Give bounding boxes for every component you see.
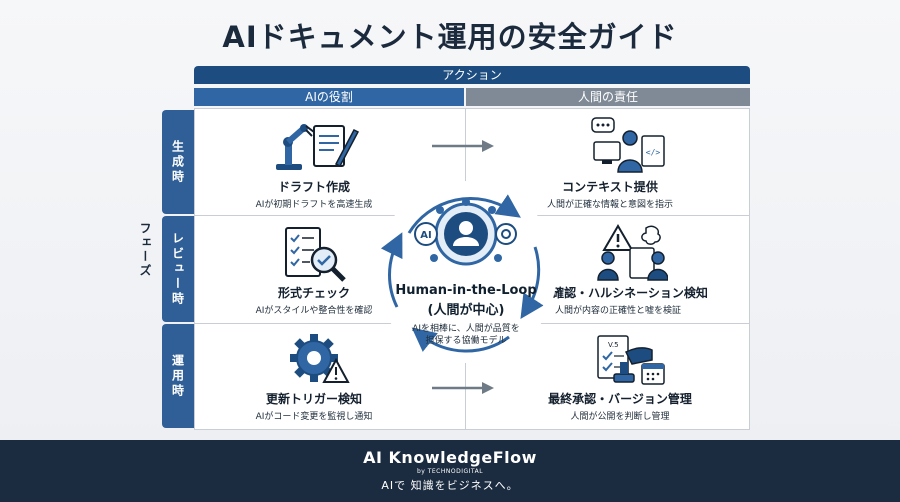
header-ai-role: AIの役割 bbox=[194, 88, 464, 106]
footer: AI KnowledgeFlow by TECHNODIGITAL AIで 知識… bbox=[0, 440, 900, 502]
cycle-arrows-icon bbox=[380, 194, 544, 353]
cell-trigger: 更新トリガー検知 AIがコード変更を監視し通知 bbox=[214, 390, 414, 422]
arrow-right-icon bbox=[432, 140, 494, 152]
page-title: AIドキュメント運用の安全ガイド bbox=[222, 20, 678, 54]
header-human-role: 人間の責任 bbox=[466, 88, 750, 106]
cell-factcheck: 事実確認・ハルシネーション検知 人間が内容の正確性と嘘を検証 bbox=[488, 284, 748, 316]
center-title: Human-in-the-Loop bbox=[395, 283, 537, 298]
phase-generation: 生成時 bbox=[162, 110, 194, 214]
ai-badge-text: AI bbox=[420, 230, 431, 241]
cell-draft-desc: AIが初期ドラフトを高速生成 bbox=[255, 200, 373, 210]
center-desc-line1: AIを相棒に、人間が品質を bbox=[412, 324, 520, 334]
cell-context-title: コンテキスト提供 bbox=[562, 180, 658, 194]
cell-format: 形式チェック AIがスタイルや整合性を確認 bbox=[214, 284, 414, 316]
version-tag-text: V.5 bbox=[608, 341, 619, 349]
cell-draft-title: ドラフト作成 bbox=[277, 180, 350, 194]
center-desc-line2: 担保する協働モデル bbox=[425, 336, 507, 346]
gear-alert-icon bbox=[290, 334, 350, 383]
phase-review: レビュー時 bbox=[162, 216, 194, 322]
person-computer-icon: </> bbox=[591, 117, 665, 173]
center-text: Human-in-the-Loop (人間が中心) AIを相棒に、人間が品質を … bbox=[370, 283, 562, 347]
cell-format-desc: AIがスタイルや整合性を確認 bbox=[255, 306, 373, 316]
cell-factcheck-title: 事実確認・ハルシネーション検知 bbox=[528, 286, 708, 300]
cell-format-title: 形式チェック bbox=[277, 286, 350, 300]
checklist-magnifier-icon bbox=[285, 227, 346, 282]
cell-approval-desc: 人間が公開を判断し管理 bbox=[570, 412, 670, 422]
cell-draft: ドラフト作成 AIが初期ドラフトを高速生成 bbox=[214, 178, 414, 210]
cell-approval-title: 最終承認・バージョン管理 bbox=[548, 392, 692, 406]
footer-slogan: AIで 知識をビジネスへ。 bbox=[381, 479, 519, 492]
approval-stamp-icon: V.5 bbox=[597, 335, 665, 385]
fact-check-warning-icon bbox=[597, 224, 668, 281]
center-subtitle: (人間が中心) bbox=[427, 303, 505, 318]
code-tag-text: </> bbox=[646, 148, 661, 157]
header-action: アクション bbox=[194, 66, 750, 84]
cell-factcheck-desc: 人間が内容の正確性と嘘を検証 bbox=[554, 306, 681, 316]
phase-operation: 運用時 bbox=[162, 324, 194, 428]
cell-approval: 最終承認・バージョン管理 人間が公開を判断し管理 bbox=[510, 390, 730, 422]
footer-by: by TECHNODIGITAL bbox=[416, 468, 484, 475]
arrow-right-icon bbox=[432, 382, 494, 394]
footer-brand: AI KnowledgeFlow bbox=[363, 448, 537, 467]
cell-trigger-title: 更新トリガー検知 bbox=[265, 392, 362, 406]
phases-label: フェーズ bbox=[138, 222, 152, 278]
human-center-icon: AI bbox=[414, 198, 517, 266]
cell-context: コンテキスト提供 人間が正確な情報と意図を指示 bbox=[520, 178, 700, 210]
cell-context-desc: 人間が正確な情報と意図を指示 bbox=[546, 200, 673, 210]
cell-trigger-desc: AIがコード変更を監視し通知 bbox=[255, 412, 373, 422]
robot-arm-document-icon bbox=[276, 124, 360, 170]
